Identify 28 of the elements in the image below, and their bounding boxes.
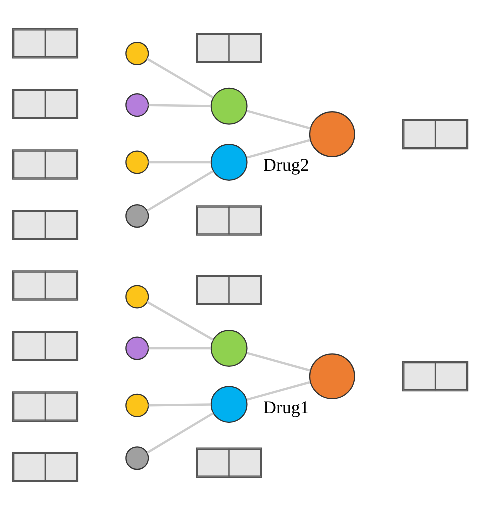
node-circle (126, 285, 150, 309)
node-circle (126, 336, 150, 360)
connector (246, 110, 311, 130)
node-circle (210, 88, 248, 125)
node-circle (126, 446, 150, 470)
node-circle (210, 330, 248, 368)
connector (246, 352, 311, 372)
node-circle (126, 150, 150, 174)
node-circle (126, 394, 150, 418)
node-label: Drug1 (264, 397, 310, 418)
node-circle (309, 111, 356, 158)
connector (148, 404, 212, 407)
node-circle (126, 42, 150, 66)
node-label: Drug2 (264, 155, 310, 176)
connector (146, 58, 214, 99)
connector (246, 139, 311, 159)
node-circle (126, 94, 150, 118)
node-circle (126, 204, 150, 228)
connector (146, 301, 214, 341)
connector (146, 412, 214, 454)
node-circle (309, 354, 356, 400)
connector (246, 381, 311, 402)
connector (148, 161, 212, 164)
node-circle (210, 144, 248, 181)
connector (146, 170, 214, 212)
connector (148, 347, 212, 350)
node-circle (210, 386, 248, 424)
connector (148, 104, 212, 108)
